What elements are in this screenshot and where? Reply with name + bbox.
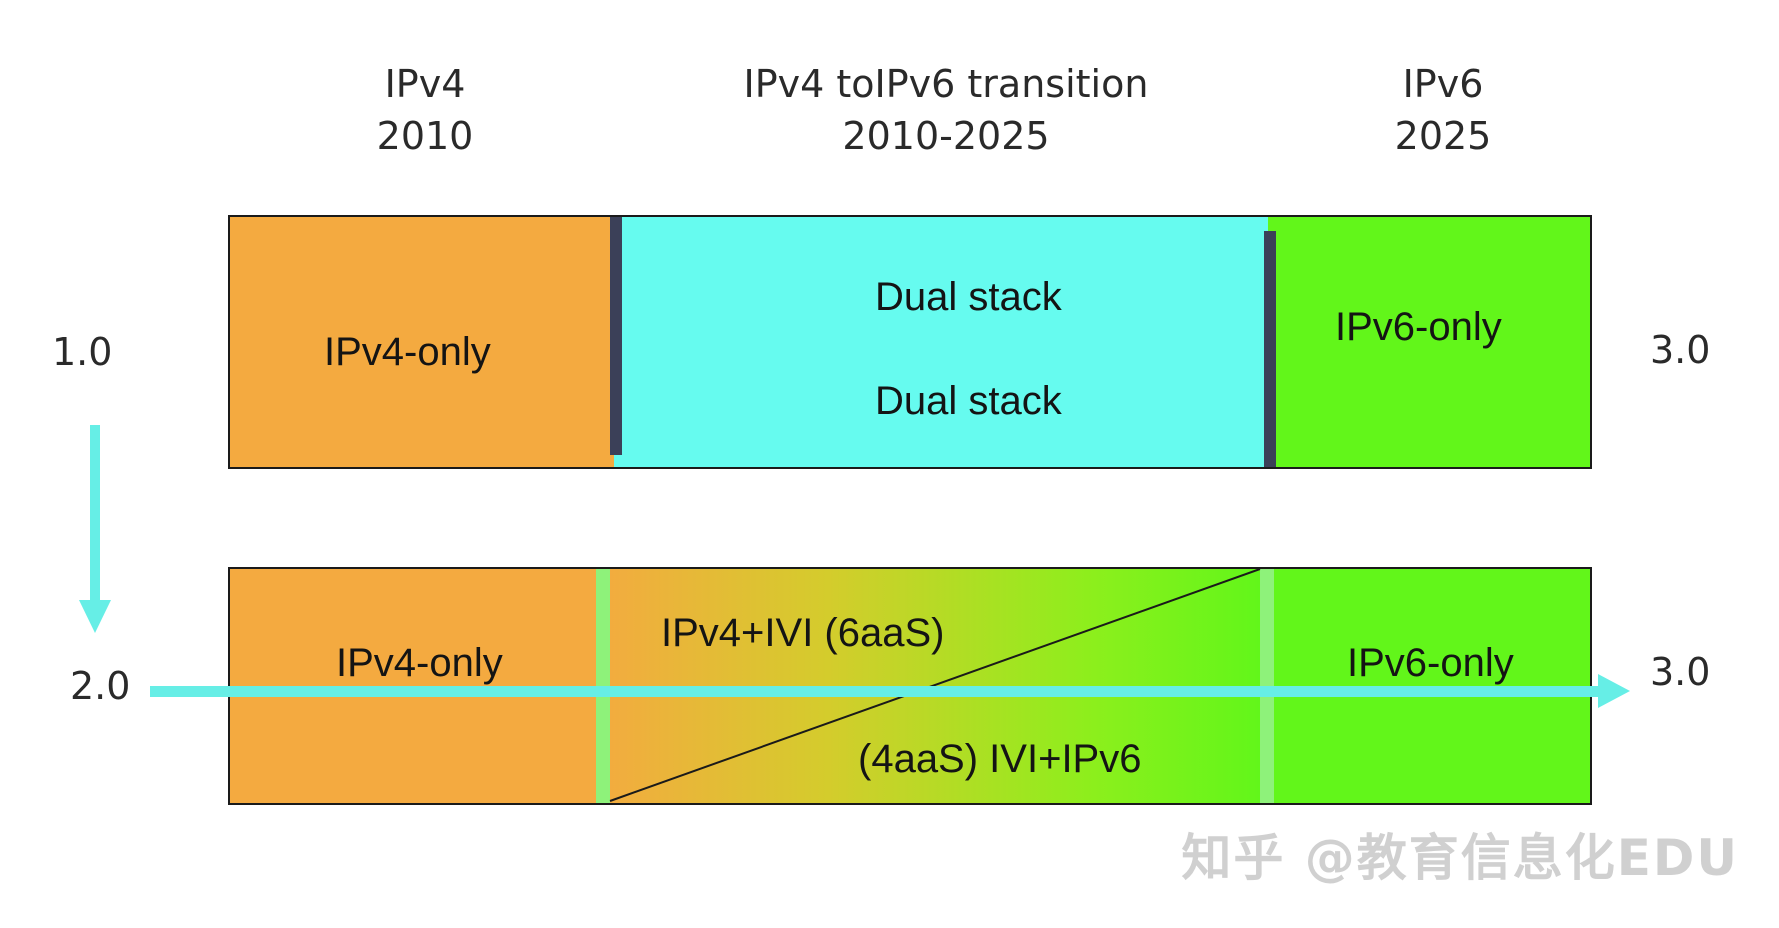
header-transition-year: 2010-2025: [842, 114, 1050, 158]
header-ipv4-year: 2010: [376, 114, 474, 158]
row2-ipv4-only-label: IPv4-only: [336, 641, 503, 685]
right-arrow-icon: [150, 674, 1630, 708]
header-ipv4: IPv4 2010: [165, 58, 685, 162]
header-transition-title: IPv4 toIPv6 transition: [743, 62, 1149, 106]
row1-ipv4-only-label: IPv4-only: [324, 330, 491, 374]
version-3-0-row1: 3.0: [1650, 328, 1711, 372]
header-ipv6-year: 2025: [1394, 114, 1492, 158]
row2-diagonal-split: [609, 569, 1261, 802]
version-3-0-row2: 3.0: [1650, 650, 1711, 694]
row2-ivi-ipv6-label: (4aaS) IVI+IPv6: [858, 737, 1142, 781]
row2-ipv4-ivi-label: IPv4+IVI (6aaS): [661, 611, 945, 655]
version-2-0: 2.0: [70, 664, 131, 708]
row1-divider-left: [610, 217, 622, 455]
down-arrow-icon: [79, 425, 111, 633]
row1-dual-stack-bottom-label: Dual stack: [875, 379, 1062, 423]
header-ipv4-title: IPv4: [384, 62, 466, 106]
header-ipv6-title: IPv6: [1402, 62, 1484, 106]
row1-dual-stack-segment: [614, 217, 1268, 467]
watermark: 知乎 @教育信息化EDU: [1181, 829, 1739, 887]
row1-ipv4-segment: [230, 217, 614, 467]
row1-ipv6-segment: [1268, 217, 1590, 467]
row-1-0: IPv4-only Dual stack Dual stack IPv6-onl…: [228, 215, 1592, 469]
row2-ipv6-only-label: IPv6-only: [1347, 641, 1514, 685]
row1-dual-stack-top-label: Dual stack: [875, 275, 1062, 319]
header-ipv6: IPv6 2025: [1183, 58, 1703, 162]
header-transition: IPv4 toIPv6 transition 2010-2025: [686, 58, 1206, 162]
row1-ipv6-only-label: IPv6-only: [1335, 305, 1502, 349]
version-1-0: 1.0: [52, 330, 113, 374]
row1-divider-right: [1264, 231, 1276, 467]
